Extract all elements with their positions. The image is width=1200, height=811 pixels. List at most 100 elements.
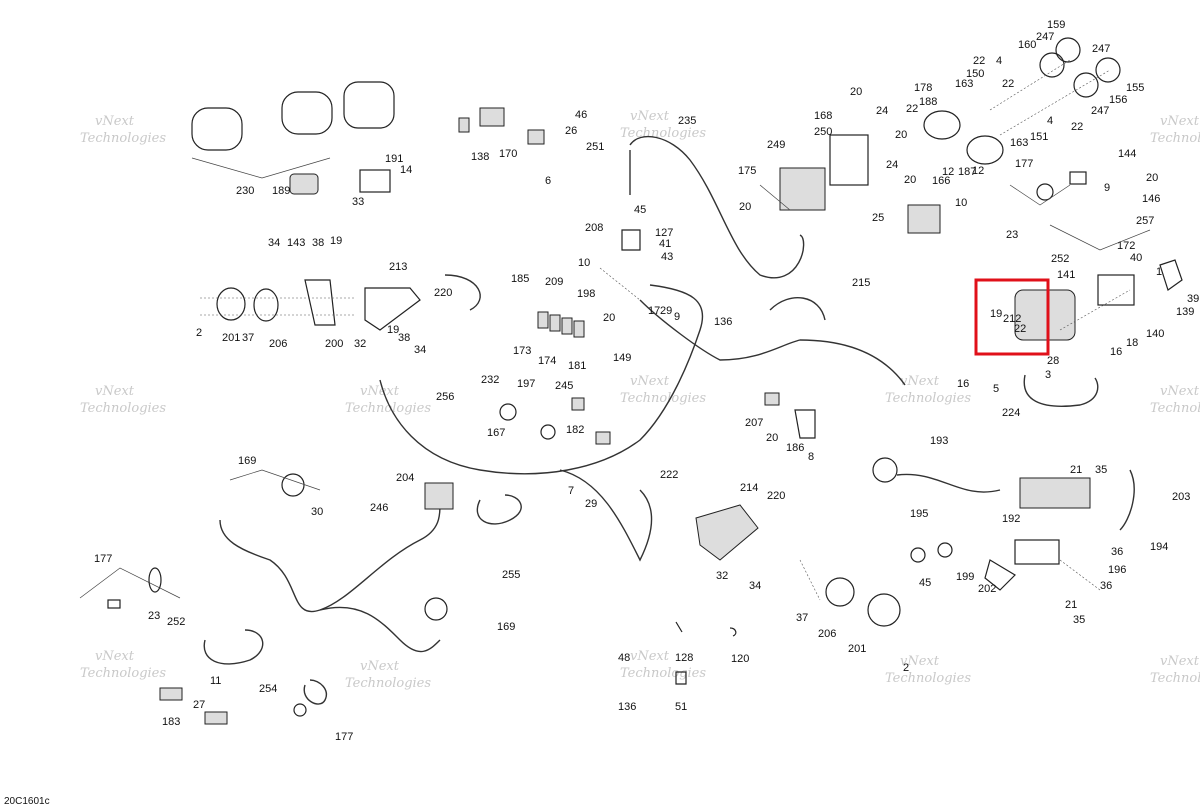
callout-label: 21: [1070, 464, 1082, 476]
callout-label: 7: [568, 485, 574, 497]
leader-line: [1059, 559, 1101, 591]
bezel-201: [216, 287, 246, 321]
lamp-part: [148, 567, 162, 593]
housing-200: [304, 279, 336, 326]
light-188: [923, 110, 961, 140]
callout-label: 23: [148, 610, 160, 622]
callout-label: 170: [499, 148, 517, 160]
bracket-208: [621, 229, 641, 251]
callout-label: 169: [497, 621, 515, 633]
lamp-part: [1036, 183, 1054, 201]
callout-label: 2: [196, 327, 202, 339]
callout-label: 22: [1002, 78, 1014, 90]
callout-label: 25: [872, 212, 884, 224]
watermark-text: Technologies: [80, 401, 166, 416]
harness-branch: [319, 606, 441, 653]
fastener-128: [675, 621, 683, 633]
callout-label: 5: [993, 383, 999, 395]
clip-part: [458, 117, 470, 133]
callout-label: 235: [678, 115, 696, 127]
callout-label: 163: [1010, 137, 1028, 149]
callout-label: 207: [745, 417, 763, 429]
callout-label: 166: [932, 175, 950, 187]
callout-label: 19: [387, 324, 399, 336]
callout-label: 150: [966, 68, 984, 80]
callout-label: 9: [674, 311, 680, 323]
callout-label: 6: [545, 175, 551, 187]
callout-label: 188: [919, 96, 937, 108]
part-232: [499, 403, 517, 421]
callout-label: 163: [955, 78, 973, 90]
group-bracket: [229, 469, 321, 491]
callout-label: 1: [1156, 266, 1162, 278]
callout-label: 214: [740, 482, 758, 494]
watermarks: vNext Technologies vNext Technologies vN…: [80, 109, 1200, 691]
watermark-text: Technologies: [1150, 671, 1200, 686]
callout-label: 201: [848, 643, 866, 655]
callout-label: 14: [400, 164, 412, 176]
callout-label: 2: [903, 662, 909, 674]
light-169: [281, 473, 305, 497]
figure-code: 20C1601c: [4, 796, 50, 807]
callout-label: 198: [577, 288, 595, 300]
callout-label: 172: [1117, 240, 1135, 252]
callout-label: 254: [259, 683, 277, 695]
hook-part: [1159, 259, 1183, 291]
watermark-text: vNext: [95, 114, 135, 129]
cable-224: [1023, 374, 1099, 407]
callout-label: 168: [814, 110, 832, 122]
callout-label: 201: [222, 332, 240, 344]
watermark-text: vNext: [95, 384, 135, 399]
callout-label: 37: [242, 332, 254, 344]
harness-256: [379, 284, 704, 475]
callout-label: 159: [1047, 19, 1065, 31]
callout-label: 12: [942, 166, 954, 178]
callout-label: 138: [471, 151, 489, 163]
callout-label: 27: [193, 699, 205, 711]
watermark-text: Technologies: [1150, 401, 1200, 416]
callout-label: 19: [330, 235, 342, 247]
harness-215: [769, 296, 826, 321]
watermark-text: Technologies: [80, 131, 166, 146]
callout-label: 37: [796, 612, 808, 624]
callout-label: 26: [565, 125, 577, 137]
callout-label: 12: [972, 165, 984, 177]
callout-label: 222: [660, 469, 678, 481]
callout-label: 197: [517, 378, 535, 390]
callout-label: 224: [1002, 407, 1020, 419]
light-169-b: [424, 597, 448, 621]
callout-label: 185: [511, 273, 529, 285]
watermark-text: Technologies: [345, 676, 431, 691]
callout-label: 191: [385, 153, 403, 165]
callout-label: 206: [818, 628, 836, 640]
ring-156: [1073, 72, 1099, 98]
callout-label: 18: [1126, 337, 1138, 349]
callout-label: 45: [634, 204, 646, 216]
relay-part: [537, 311, 549, 329]
clip-120: [729, 627, 737, 637]
callout-label: 208: [585, 222, 603, 234]
watermark-text: Technologies: [1150, 131, 1200, 146]
callout-label: 220: [434, 287, 452, 299]
lens-part: [281, 91, 333, 135]
callout-label: 10: [955, 197, 967, 209]
callout-label: 128: [675, 652, 693, 664]
callout-label: 136: [714, 316, 732, 328]
callout-label: 204: [396, 472, 414, 484]
leader-line: [799, 559, 821, 601]
callout-label: 220: [767, 490, 785, 502]
bezel-part: [191, 107, 243, 151]
callout-label: 8: [808, 451, 814, 463]
callout-label: 177: [94, 553, 112, 565]
callout-label: 245: [555, 380, 573, 392]
callout-label: 177: [1015, 158, 1033, 170]
callout-label: 20: [739, 201, 751, 213]
callout-label: 212: [1003, 313, 1021, 325]
callout-label: 156: [1109, 94, 1127, 106]
callout-label: 213: [389, 261, 407, 273]
callout-label: 252: [1051, 253, 1069, 265]
module-204: [424, 482, 454, 510]
callout-label: 202: [978, 583, 996, 595]
callout-label: 257: [1136, 215, 1154, 227]
cap-part: [1069, 171, 1087, 185]
